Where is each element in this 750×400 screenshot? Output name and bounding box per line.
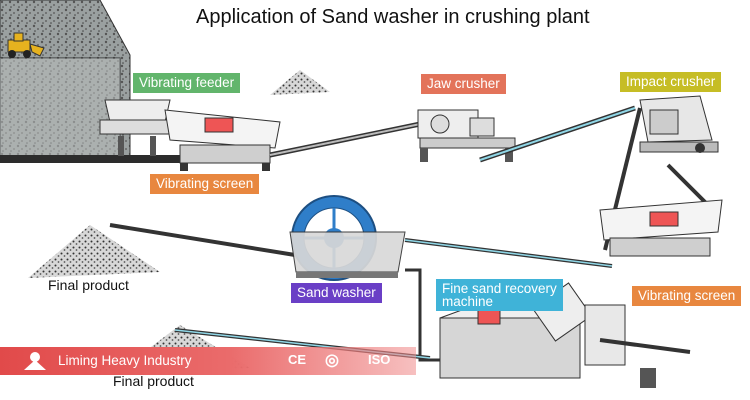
impact-crusher-machine xyxy=(639,95,719,153)
label-jaw-crusher: Jaw crusher xyxy=(421,74,506,94)
label-final-product-1: Final product xyxy=(48,277,129,293)
jaw-crusher-machine xyxy=(417,109,516,162)
water-pipe xyxy=(405,268,440,362)
ce-mark: CE xyxy=(288,352,307,367)
label-final-product-2: Final product xyxy=(113,373,194,389)
diagram-title: Application of Sand washer in crushing p… xyxy=(196,6,590,28)
label-fine-sand-recovery-line1: Fine sand recovery xyxy=(442,281,557,296)
vibrating-screen-machine-2 xyxy=(599,199,723,257)
label-impact-crusher: Impact crusher xyxy=(620,72,722,92)
sand-washer-machine xyxy=(289,195,406,281)
company-name: Liming Heavy Industry xyxy=(58,353,192,368)
certification-icon: ◎ xyxy=(325,352,339,369)
company-banner: Liming Heavy Industry CE ◎ ISO xyxy=(0,347,416,375)
label-sand-washer: Sand washer xyxy=(291,283,382,303)
label-fine-sand-recovery: Fine sand recovery machine xyxy=(436,279,563,311)
label-vibrating-screen-1: Vibrating screen xyxy=(150,174,260,194)
label-fine-sand-recovery-line2: machine xyxy=(442,294,494,309)
liming-logo-icon xyxy=(24,352,46,370)
label-vibrating-screen-2: Vibrating screen xyxy=(632,286,742,306)
vibrating-feeder-machine xyxy=(99,99,176,156)
conveyor-5 xyxy=(109,223,296,257)
quarry-mountain xyxy=(0,0,190,163)
wheel-loader xyxy=(7,32,45,58)
iso-mark: ISO xyxy=(368,352,391,367)
vibrating-screen-machine-1 xyxy=(164,109,281,171)
label-vibrating-feeder: Vibrating feeder xyxy=(133,73,241,93)
final-product-pile-1 xyxy=(28,225,160,278)
stockpile-top xyxy=(270,70,330,95)
